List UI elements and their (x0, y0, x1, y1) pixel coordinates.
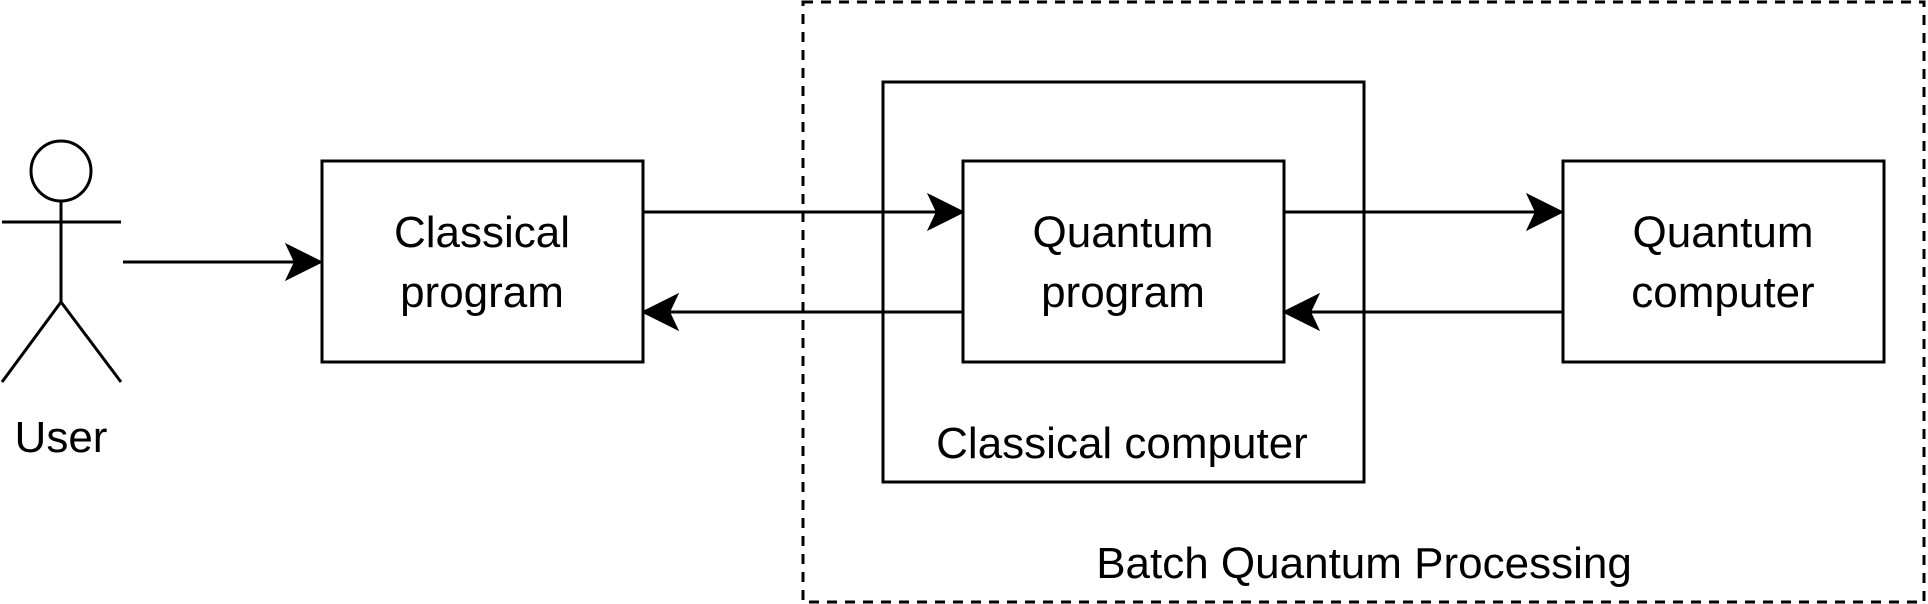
user-actor: User (0, 139, 123, 462)
quantum-computer-label-line2: computer (1631, 268, 1814, 317)
quantum-computer-box (1561, 159, 1886, 364)
quantum-program-label-line2: program (1041, 268, 1205, 317)
user-label: User (15, 413, 108, 462)
arrowhead-icon (640, 292, 680, 332)
quantum-program-label-line1: Quantum (1033, 208, 1214, 257)
batch-quantum-processing-group: Batch Quantum Processing (801, 0, 1926, 604)
edges (123, 192, 1565, 332)
arrowhead-icon (284, 242, 324, 282)
arrowhead-icon (1525, 192, 1565, 232)
edge-quantum-program-to-classical-program (640, 292, 963, 332)
arrowhead-icon (1281, 292, 1321, 332)
edge-user-to-classical-program (123, 242, 324, 282)
edge-classical-program-to-quantum-program (643, 192, 966, 232)
classical-program-node: Classical program (320, 159, 645, 364)
classical-program-label-line1: Classical (394, 208, 570, 257)
edge-quantum-computer-to-quantum-program (1281, 292, 1562, 332)
batch-quantum-processing-label: Batch Quantum Processing (1096, 539, 1632, 588)
stick-figure-icon (0, 139, 123, 383)
quantum-program-node: Quantum program (961, 159, 1286, 364)
quantum-program-box (961, 159, 1286, 364)
batch-quantum-processing-frame (801, 0, 1926, 604)
arrowhead-icon (926, 192, 966, 232)
classical-program-label-line2: program (400, 268, 564, 317)
classical-program-box (320, 159, 645, 364)
edge-quantum-program-to-quantum-computer (1284, 192, 1565, 232)
quantum-computer-label-line1: Quantum (1633, 208, 1814, 257)
quantum-computer-node: Quantum computer (1561, 159, 1886, 364)
classical-computer-label: Classical computer (936, 419, 1308, 468)
